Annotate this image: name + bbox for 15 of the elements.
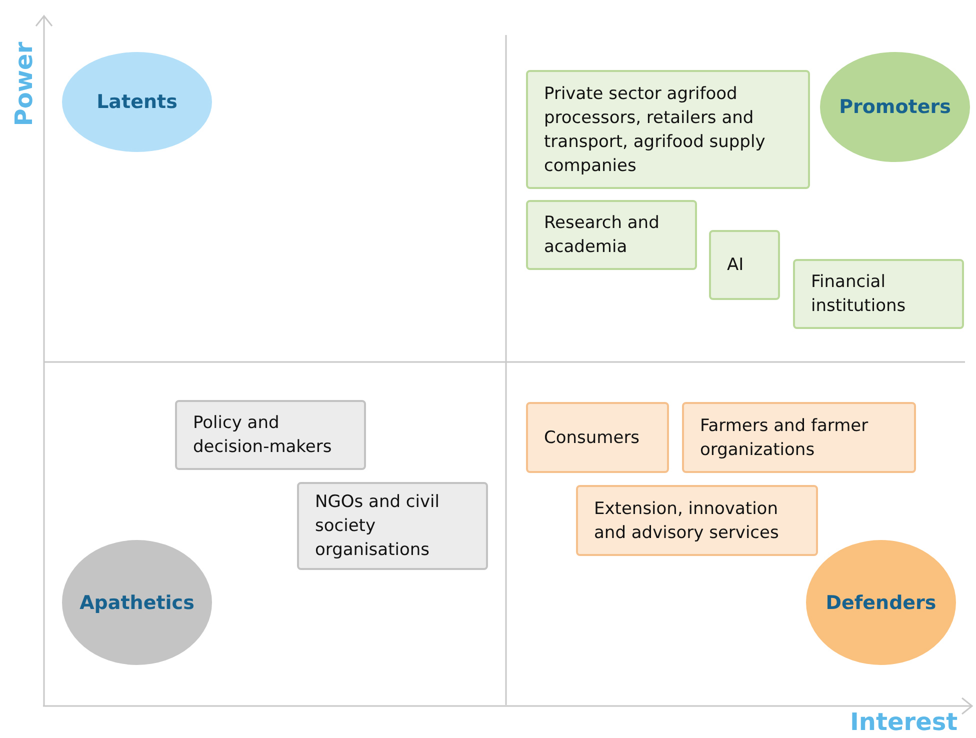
stakeholder-box: Policy and decision-makers — [175, 400, 366, 470]
axis-label: Power — [10, 42, 38, 126]
stakeholder-box: Private sector agrifood processors, retailers and transport, agrifood supply companies — [526, 70, 810, 189]
stakeholder-box: Farmers and farmer organizations — [682, 402, 916, 473]
category-circle: Defenders — [806, 540, 956, 665]
category-circle: Promoters — [820, 52, 970, 162]
stakeholder-box: Consumers — [526, 402, 669, 473]
stakeholder-box: Research and academia — [526, 200, 697, 270]
stakeholder-box: Financial institutions — [793, 259, 964, 329]
category-circle: Latents — [62, 52, 212, 152]
stakeholder-box: AI — [709, 230, 780, 300]
category-circle: Apathetics — [62, 540, 212, 665]
stakeholder-box: Extension, innovation and advisory services — [576, 485, 818, 556]
stakeholder-box: NGOs and civil society organisations — [297, 482, 488, 570]
axis-label: Interest — [850, 708, 958, 736]
